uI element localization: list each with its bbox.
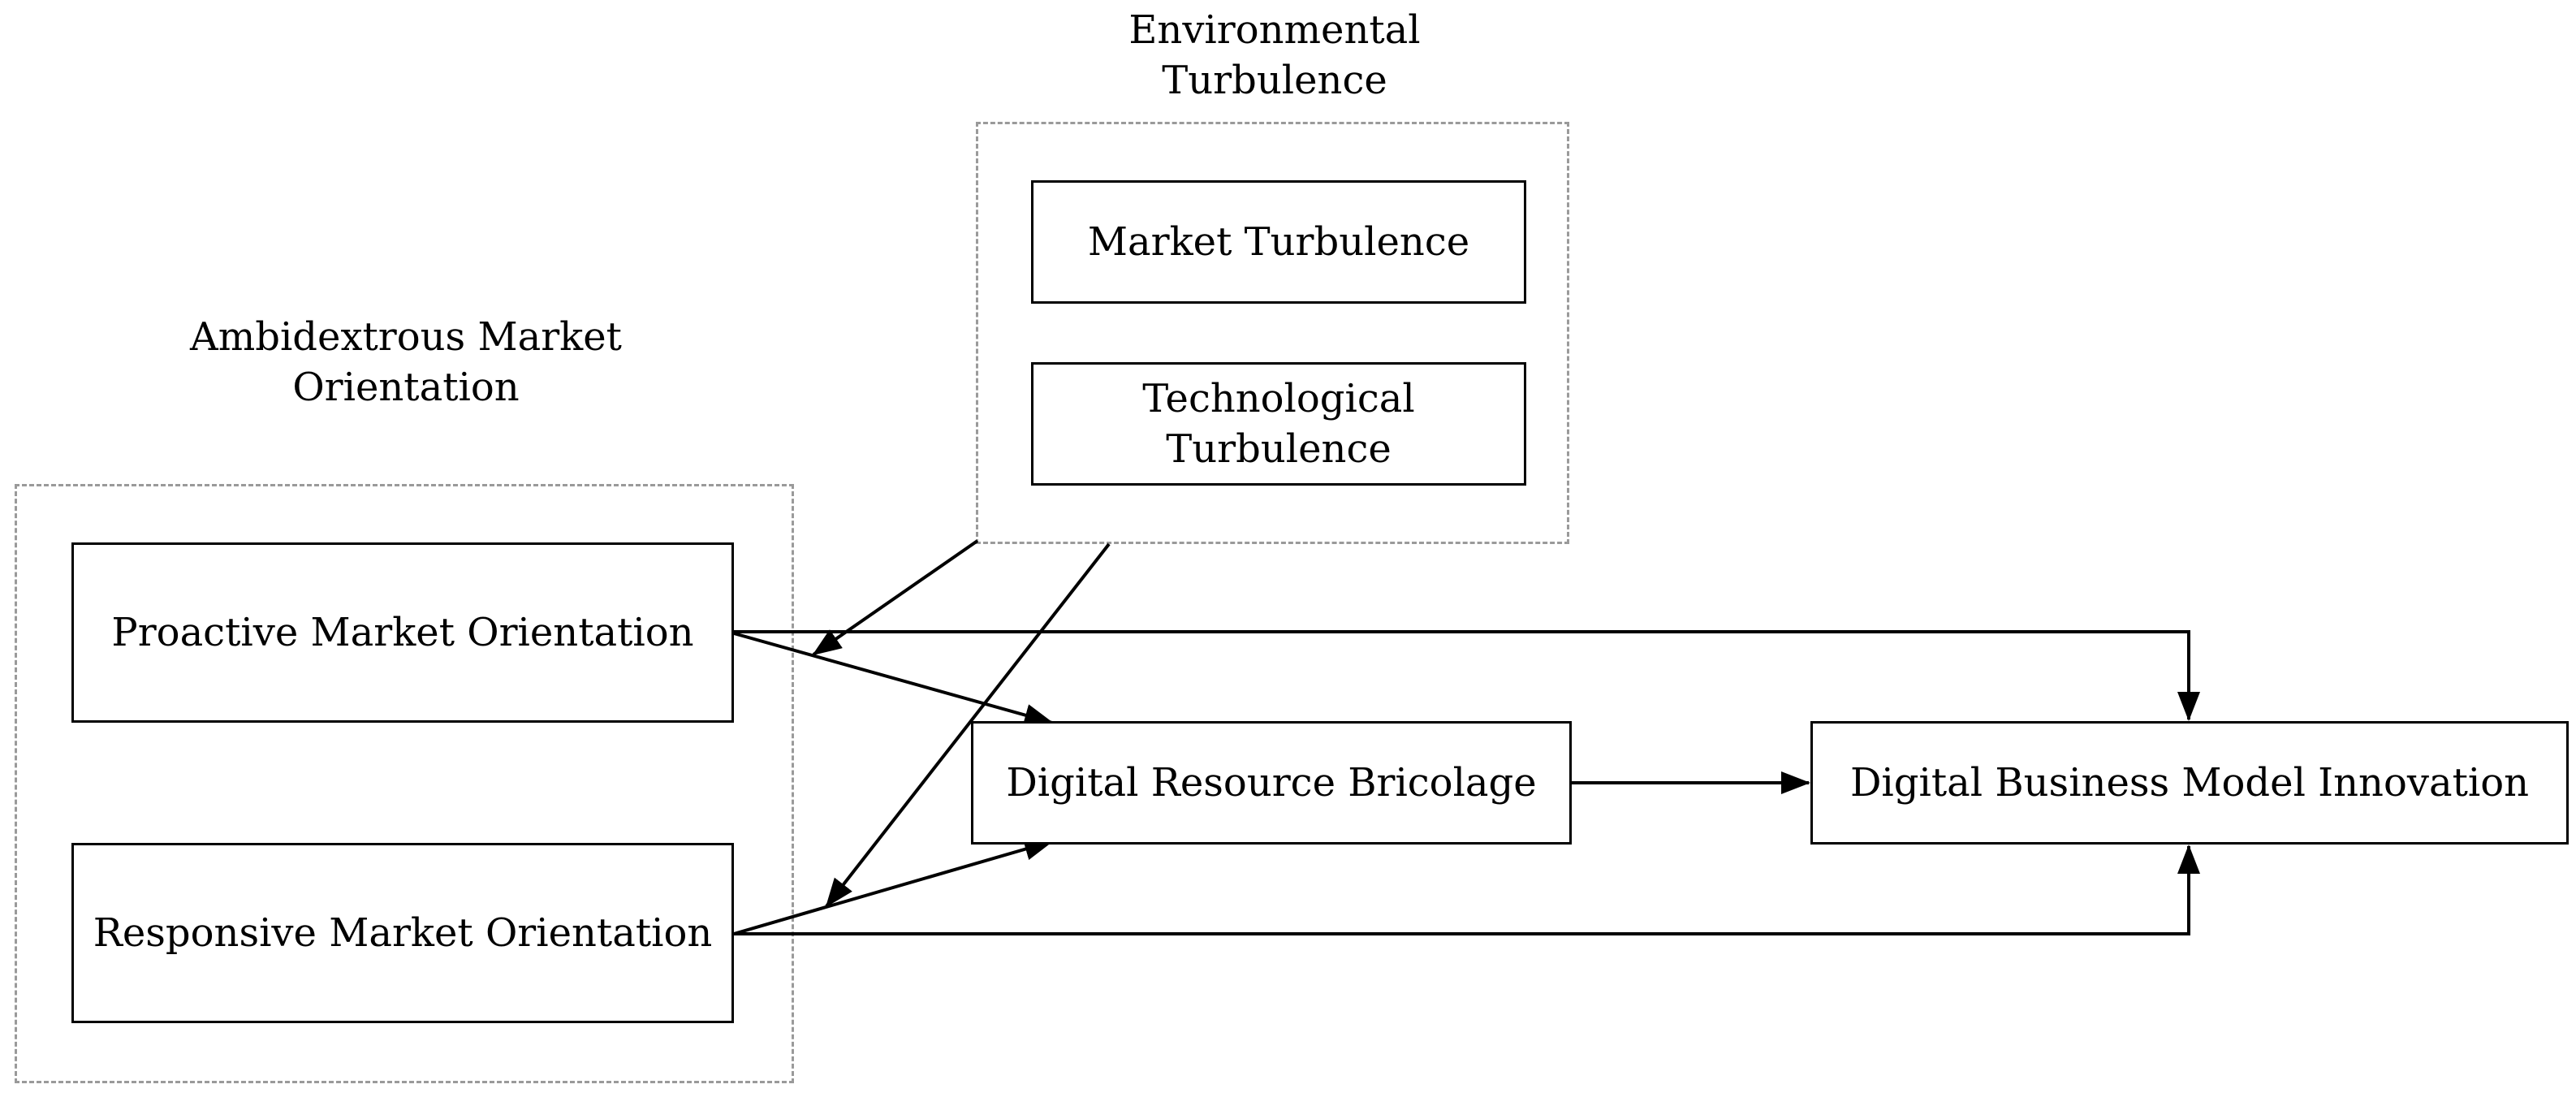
ambidextrous-market-orientation-group (15, 484, 794, 1083)
responsive-market-orientation-box: Responsive Market Orientation (71, 843, 734, 1023)
edge-moderation-market-turbulence (812, 539, 979, 656)
digital-business-model-innovation-text: Digital Business Model Innovation (1849, 760, 2530, 806)
ambidextrous-label-line-1: Ambidextrous Market (190, 314, 622, 360)
environmental-turbulence-label-line-1: Environmental (1128, 7, 1421, 53)
edge-responsive-to-dbmi (734, 845, 2200, 935)
environmental-turbulence-label-line-2: Turbulence (1162, 58, 1387, 103)
ambidextrous-label-line-2: Orientation (292, 365, 520, 410)
technological-turbulence-text-line-1: Technological (1142, 376, 1415, 421)
environmental-turbulence-group (976, 122, 1569, 544)
proactive-market-orientation-text: Proactive Market Orientation (111, 610, 694, 655)
proactive-market-orientation-box: Proactive Market Orientation (71, 542, 734, 723)
market-turbulence-box: Market Turbulence (1031, 180, 1526, 304)
environmental-turbulence-label: Environmental Turbulence (1112, 5, 1437, 106)
digital-resource-bricolage-box: Digital Resource Bricolage (971, 721, 1572, 845)
technological-turbulence-box: Technological Turbulence (1031, 362, 1526, 486)
edge-proactive-to-dbmi (734, 630, 2200, 721)
edge-responsive-to-bricolage (733, 838, 1054, 935)
edge-proactive-to-bricolage (733, 632, 1054, 727)
digital-resource-bricolage-text: Digital Resource Bricolage (1006, 760, 1537, 806)
ambidextrous-market-orientation-label: Ambidextrous Market Orientation (162, 312, 649, 413)
technological-turbulence-text-line-2: Turbulence (1166, 426, 1392, 472)
responsive-market-orientation-text: Responsive Market Orientation (93, 910, 713, 956)
digital-business-model-innovation-box: Digital Business Model Innovation (1810, 721, 2569, 845)
edge-moderation-technological-turbulence (825, 542, 1111, 908)
market-turbulence-text: Market Turbulence (1087, 219, 1470, 265)
